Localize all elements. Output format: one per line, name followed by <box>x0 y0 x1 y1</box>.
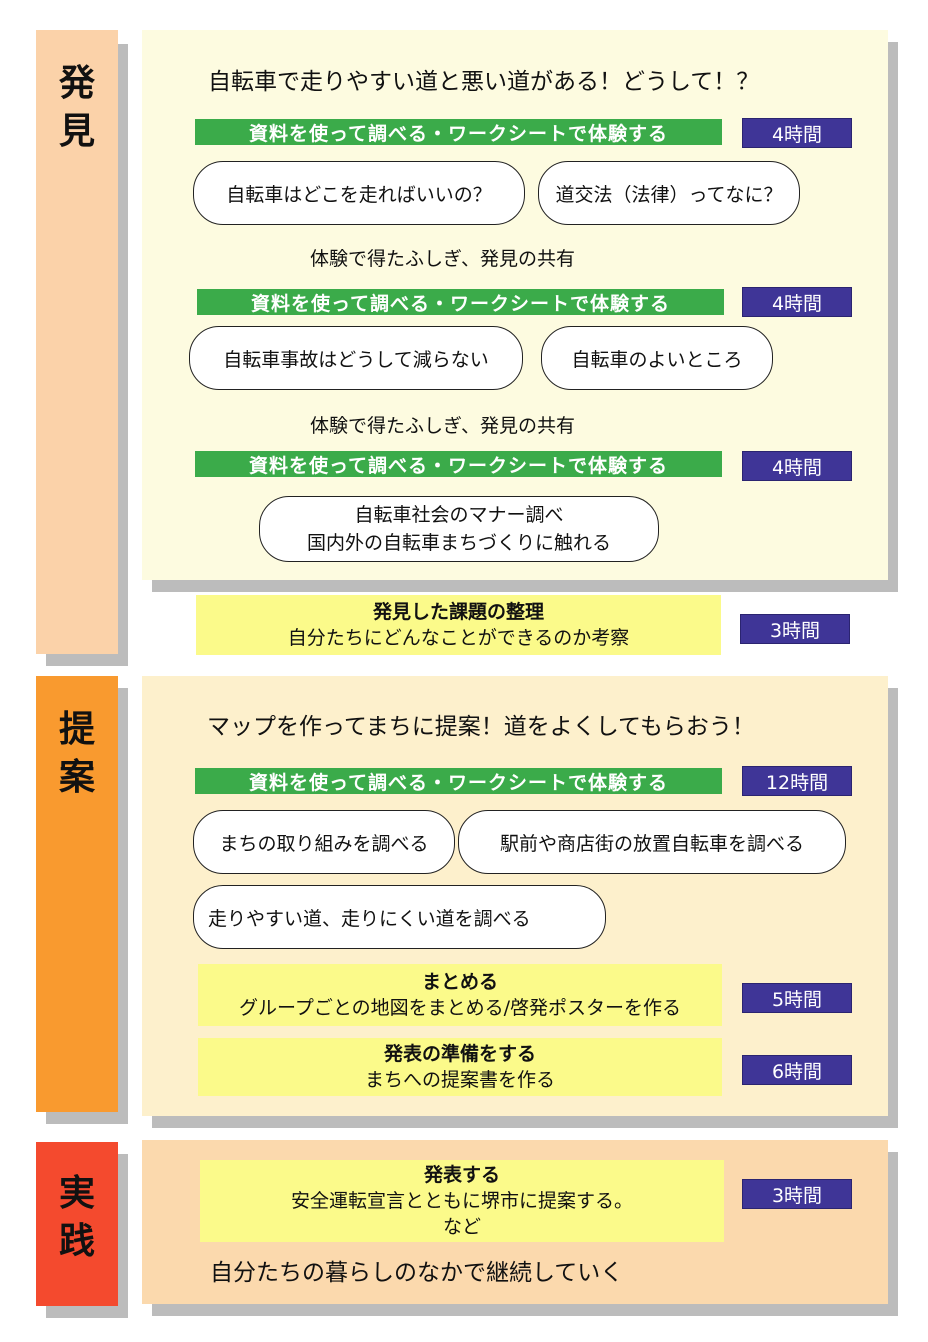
activity-bar-3: 資料を使って調べる・ワークシートで体験する <box>195 451 722 477</box>
activity-bar-4: 資料を使って調べる・ワークシートで体験する <box>195 768 722 794</box>
present-box: 発表する 安全運転宣言とともに堺市に提案する。 など <box>200 1160 724 1242</box>
summary-text: 自分たちにどんなことができるのか考察 <box>287 627 630 649</box>
hours-badge-7: 3時間 <box>742 1179 852 1209</box>
share-note: 体験で得たふしぎ、発見の共有 <box>310 415 576 437</box>
topic-pill-line: 自転車社会のマナー調べ <box>354 504 564 526</box>
present-text-2: など <box>442 1216 481 1238</box>
topic-pill: 道交法（法律）ってなに？ <box>538 161 800 225</box>
hours-badge-2: 4時間 <box>742 287 852 317</box>
present-title: 発表する <box>423 1164 500 1186</box>
hours-badge-4: 12時間 <box>742 766 852 796</box>
prepare-title: 発表の準備をする <box>383 1043 536 1065</box>
topic-pill: 自転車はどこを走ればいいの？ <box>193 161 525 225</box>
topic-pill: 駅前や商店街の放置自転車を調べる <box>458 810 846 874</box>
stage-discovery-label-1: 発 <box>58 63 95 104</box>
topic-pill: 自転車のよいところ <box>541 326 773 390</box>
stage-discovery-headline: 自転車で走りやすい道と悪い道がある！どうして！？ <box>208 69 760 95</box>
topic-pill: 自転車事故はどうして減らない <box>189 326 523 390</box>
hours-badge-summary: 3時間 <box>740 614 850 644</box>
summarize-box: まとめる グループごとの地図をまとめる/啓発ポスターを作る <box>198 964 722 1026</box>
summary-box: 発見した課題の整理 自分たちにどんなことができるのか考察 <box>196 595 721 655</box>
present-text: 安全運転宣言とともに堺市に提案する。 <box>290 1190 633 1212</box>
summarize-text: グループごとの地図をまとめる/啓発ポスターを作る <box>238 997 682 1019</box>
stage-proposal-bar: 提 案 <box>36 676 118 1112</box>
stage-proposal-headline: マップを作ってまちに提案！道をよくしてもらおう！ <box>207 714 755 740</box>
topic-pill: まちの取り組みを調べる <box>193 810 455 874</box>
hours-badge-1: 4時間 <box>742 118 852 148</box>
stage-practice-label-1: 実 <box>58 1173 95 1214</box>
stage-discovery-bar: 発 見 <box>36 30 118 654</box>
stage-discovery-label-2: 見 <box>58 111 95 152</box>
topic-pill-two-line: 自転車社会のマナー調べ 国内外の自転車まちづくりに触れる <box>259 496 659 562</box>
hours-badge-6: 6時間 <box>742 1055 852 1085</box>
stage-practice-label-2: 践 <box>58 1221 95 1262</box>
stage-proposal-label-2: 案 <box>58 757 95 798</box>
share-note: 体験で得たふしぎ、発見の共有 <box>310 248 576 270</box>
topic-pill-line: 国内外の自転車まちづくりに触れる <box>306 532 611 554</box>
stage-practice-bar: 実 践 <box>36 1142 118 1306</box>
summarize-title: まとめる <box>421 971 498 993</box>
closing-statement: 自分たちの暮らしのなかで継続していく <box>210 1260 624 1286</box>
activity-bar-2: 資料を使って調べる・ワークシートで体験する <box>197 289 724 315</box>
hours-badge-5: 5時間 <box>742 983 852 1013</box>
topic-pill: 走りやすい道、走りにくい道を調べる <box>193 885 606 949</box>
prepare-text: まちへの提案書を作る <box>364 1069 555 1091</box>
hours-badge-3: 4時間 <box>742 451 852 481</box>
prepare-box: 発表の準備をする まちへの提案書を作る <box>198 1038 722 1096</box>
summary-title: 発見した課題の整理 <box>372 601 544 623</box>
stage-proposal-label-1: 提 <box>58 709 95 750</box>
activity-bar-1: 資料を使って調べる・ワークシートで体験する <box>195 119 722 145</box>
